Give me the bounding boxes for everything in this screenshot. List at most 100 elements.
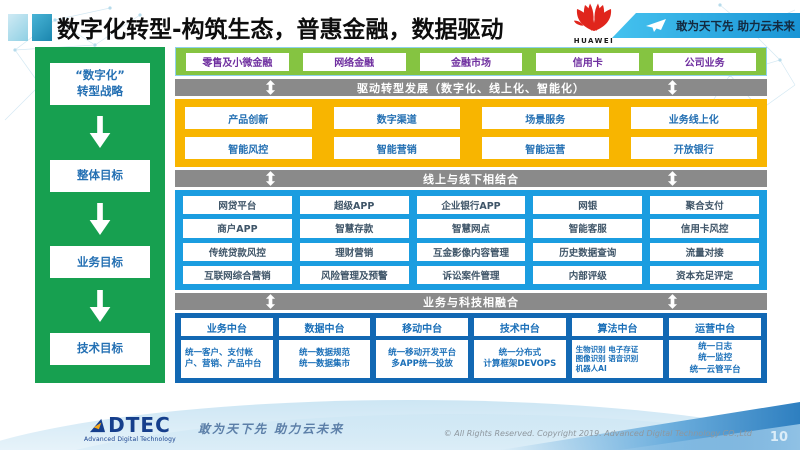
channel-box: 智慧存款 <box>299 219 409 238</box>
capability-box: 产品创新 <box>185 107 312 129</box>
sidebar-item-tech-goal: 技术目标 <box>50 332 150 365</box>
strategy-line1: “数字化” <box>75 68 125 83</box>
channel-box: 商户APP <box>183 219 292 238</box>
down-arrow-icon <box>89 116 111 149</box>
copyright-text: © All Rights Reserved. Copyright 2019. A… <box>443 429 752 438</box>
updown-arrow-icon <box>265 80 276 95</box>
platform-header: 数据中台 <box>278 318 371 336</box>
updown-arrow-icon <box>265 294 276 309</box>
capability-box: 业务线上化 <box>630 107 757 129</box>
updown-arrow-icon <box>265 171 276 186</box>
channel-box: 流量对接 <box>650 242 759 261</box>
sidebar-item-business-goal: 业务目标 <box>50 246 150 279</box>
strategy-line2: 转型战略 <box>77 84 123 98</box>
channel-box: 超级APP <box>299 196 409 215</box>
channel-box: 互金影像内容管理 <box>416 242 526 261</box>
channel-box: 历史数据查询 <box>533 242 643 261</box>
channel-box: 理财营销 <box>299 242 409 261</box>
platform-column-mobile: 移动中台 统一移动开发平台 多APP统一投放 <box>376 318 468 379</box>
platform-column-algorithm: 算法中台 生物识别 电子存证 图像识别 语音识别 机器人AI <box>571 318 664 379</box>
sidebar-item-strategy: “数字化” 转型战略 <box>50 63 150 105</box>
platform-detail-line: 多APP统一投放 <box>391 359 453 370</box>
platform-detail-line: 统一分布式 <box>498 347 542 358</box>
platform-detail: 统一移动开发平台 多APP统一投放 <box>376 340 468 379</box>
capability-box: 数字渠道 <box>333 107 460 129</box>
channel-box: 信用卡风控 <box>650 219 759 238</box>
platform-grid: 业务中台 统一客户、支付帐户、营销、产品中台 数据中台 统一数据规范 统一数据集… <box>175 313 767 383</box>
channel-box: 传统贷款风控 <box>183 242 292 261</box>
platform-detail-line: 统一数据规范 <box>298 347 350 358</box>
capability-box: 智能营销 <box>333 137 460 159</box>
huawei-logo: HUAWEI <box>572 3 616 45</box>
channel-box: 内部评级 <box>533 265 643 284</box>
channel-box: 聚合支付 <box>650 196 759 215</box>
business-lines-row: 零售及小微金融 网络金融 金融市场 信用卡 公司业务 <box>175 47 767 76</box>
capability-box: 开放银行 <box>630 137 757 159</box>
business-line-box: 金融市场 <box>419 52 523 71</box>
channel-box: 网银 <box>533 196 643 215</box>
adtec-logo: DTEC Advanced Digital Technology <box>84 415 176 443</box>
down-arrow-icon <box>89 202 111 235</box>
channel-box: 风险管理及预警 <box>299 265 409 284</box>
platform-column-operation: 运营中台 统一日志 统一监控 统一云管平台 <box>669 318 761 379</box>
platform-header: 业务中台 <box>181 318 273 336</box>
down-arrow-icon <box>89 289 111 322</box>
slogan-banner: 敢为天下先 助力云未来 <box>612 13 800 38</box>
platform-detail-line: 统一日志 <box>698 342 733 352</box>
adtec-subtext: Advanced Digital Technology <box>84 436 176 443</box>
online-offline-label: 线上与线下相结合 <box>423 172 519 186</box>
main-flow: 零售及小微金融 网络金融 金融市场 信用卡 公司业务 驱动转型发展（数字化、线上… <box>175 47 767 383</box>
platform-detail-line: 生物识别 电子存证 <box>575 344 639 354</box>
platform-header: 移动中台 <box>376 318 468 336</box>
platform-detail: 统一分布式 计算框架DEVOPS <box>473 340 566 379</box>
platform-detail: 统一日志 统一监控 统一云管平台 <box>669 340 761 379</box>
footer-waves <box>0 386 800 450</box>
capability-box: 场景服务 <box>482 107 609 129</box>
capability-box: 智能运营 <box>482 137 609 159</box>
platform-column-data: 数据中台 统一数据规范 统一数据集市 <box>278 318 371 379</box>
banner-slogan: 敢为天下先 助力云未来 <box>676 18 796 33</box>
platform-header: 技术中台 <box>473 318 566 336</box>
platform-detail: 生物识别 电子存证 图像识别 语音识别 机器人AI <box>571 340 664 379</box>
sidebar-item-overall-goal: 整体目标 <box>50 159 150 192</box>
channel-box: 互联网综合营销 <box>183 265 292 284</box>
platform-header: 运营中台 <box>669 318 761 336</box>
channel-box: 智慧网点 <box>416 219 526 238</box>
capability-box: 智能风控 <box>185 137 312 159</box>
title-accent-bars <box>8 14 52 41</box>
page-number: 10 <box>769 430 788 445</box>
paper-plane-icon <box>646 18 666 32</box>
drive-transform-label: 驱动转型发展（数字化、线上化、智能化） <box>357 81 585 95</box>
platform-detail: 统一客户、支付帐户、营销、产品中台 <box>181 340 273 379</box>
footer-slogan: 敢为天下先 助力云未来 <box>198 422 345 436</box>
page-title: 数字化转型-构筑生态，普惠金融，数据驱动 <box>57 17 504 43</box>
business-line-box: 网络金融 <box>302 52 406 71</box>
channel-box: 网贷平台 <box>183 196 292 215</box>
platform-detail-line: 统一监控 <box>698 353 733 364</box>
channel-box: 智能客服 <box>533 219 643 238</box>
platform-column-tech: 技术中台 统一分布式 计算框架DEVOPS <box>473 318 566 379</box>
updown-arrow-icon <box>667 294 678 309</box>
platform-detail-line: 统一移动开发平台 <box>388 347 457 358</box>
business-line-box: 公司业务 <box>653 52 756 71</box>
capability-grid: 产品创新 数字渠道 场景服务 业务线上化 智能风控 智能营销 智能运营 开放银行 <box>175 99 767 167</box>
channel-box: 资本充足评定 <box>650 265 759 284</box>
platform-header: 算法中台 <box>571 318 664 336</box>
huawei-wordmark: HUAWEI <box>573 37 615 45</box>
channel-grid: 网贷平台 超级APP 企业银行APP 网银 聚合支付 商户APP 智慧存款 智慧… <box>175 190 767 290</box>
platform-detail-line: 计算框架DEVOPS <box>483 359 557 370</box>
business-line-box: 零售及小微金融 <box>186 52 289 71</box>
platform-detail-line: 统一客户、支付帐户、营销、产品中台 <box>185 347 262 370</box>
huawei-flower-icon <box>573 3 612 31</box>
platform-detail-line: 机器人AI <box>575 364 607 374</box>
platform-column-business: 业务中台 统一客户、支付帐户、营销、产品中台 <box>181 318 273 379</box>
business-line-box: 信用卡 <box>536 52 640 71</box>
online-offline-bar: 线上与线下相结合 <box>175 170 767 187</box>
tech-fusion-bar: 业务与科技相融合 <box>175 293 767 310</box>
drive-transform-bar: 驱动转型发展（数字化、线上化、智能化） <box>175 79 767 96</box>
platform-detail-line: 统一数据集市 <box>298 359 350 370</box>
tech-fusion-label: 业务与科技相融合 <box>423 295 519 309</box>
platform-detail-line: 图像识别 语音识别 <box>575 354 639 364</box>
channel-box: 诉讼案件管理 <box>416 265 526 284</box>
